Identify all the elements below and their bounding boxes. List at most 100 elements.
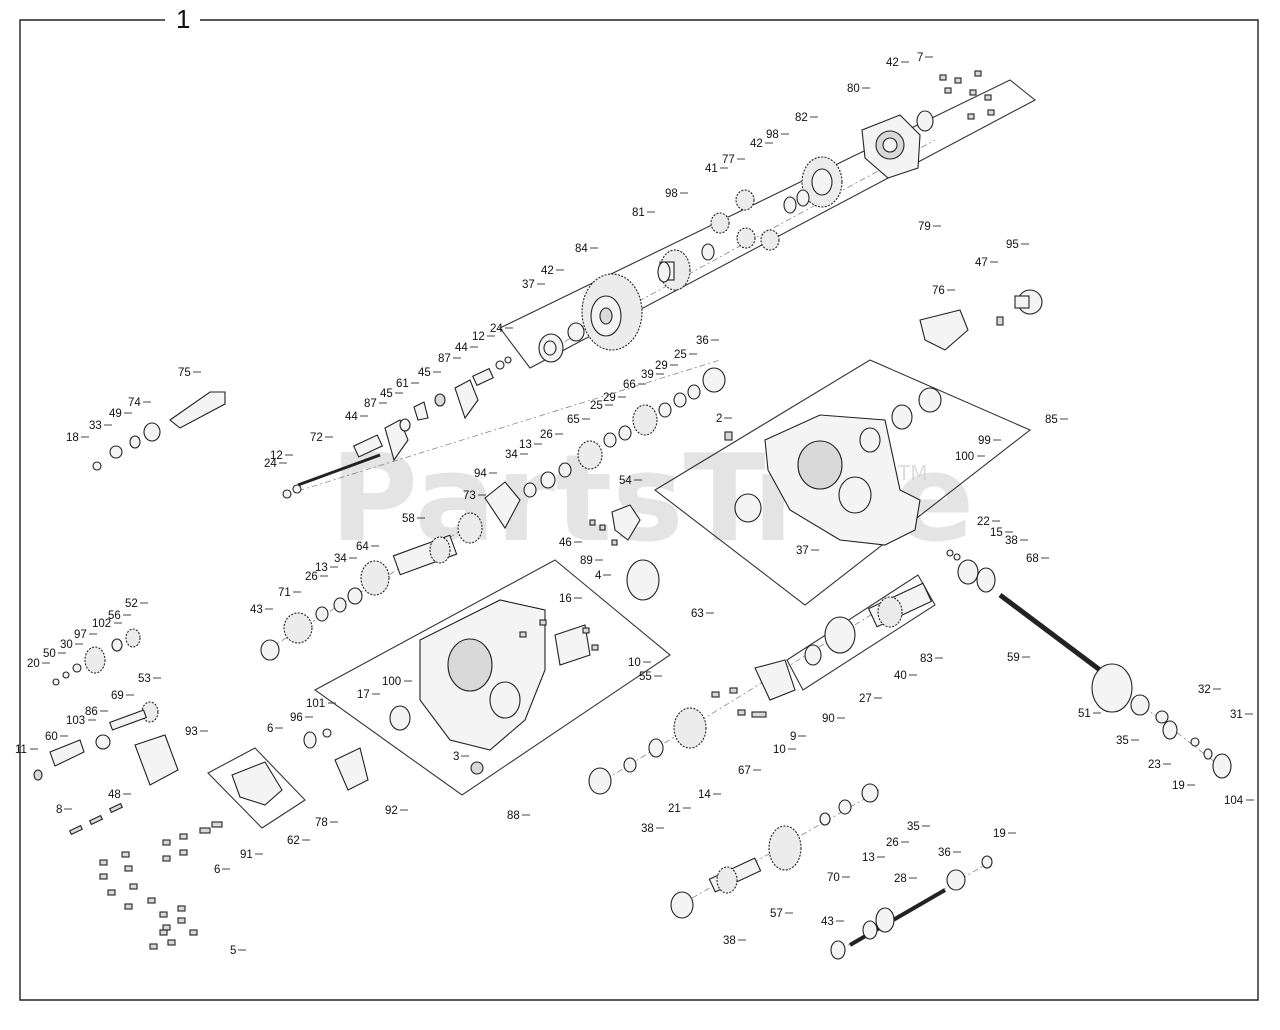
part-callout-87: 87 [438,353,451,365]
bearing-37b [734,493,762,523]
part-callout-27: 27 [859,693,872,705]
lower-gears [588,707,879,919]
part-callout-50: 50 [43,648,56,660]
part-callout-2: 2 [716,413,722,425]
part-callout-74: 74 [128,397,141,409]
part-callout-19: 19 [993,828,1006,840]
part-callout-44: 44 [345,411,358,423]
part-callout-71: 71 [278,587,291,599]
part-callout-88: 88 [507,810,520,822]
part-callout-93: 93 [185,726,198,738]
part-callout-4: 4 [595,570,602,582]
part-callout-82: 82 [795,112,808,124]
part-callout-6: 6 [267,723,273,735]
part-callout-57: 57 [770,908,783,920]
part-callout-35: 35 [1116,735,1129,747]
part-callout-13: 13 [862,852,875,864]
sensor-parts [919,289,1043,351]
upper-assembly [538,110,934,363]
part-callout-72: 72 [310,432,323,444]
part-callout-38: 38 [723,935,736,947]
part-callout-98: 98 [665,188,678,200]
part-callout-86: 86 [85,706,98,718]
part-callout-36: 36 [696,335,709,347]
group-brackets [207,79,1036,829]
part-callout-43: 43 [250,604,263,616]
part-callout-33: 33 [89,420,102,432]
part-callout-83: 83 [920,653,933,665]
part-callout-95: 95 [1006,239,1019,251]
part-callout-90: 90 [822,713,835,725]
shaft-28 [830,855,993,960]
part-callout-54: 54 [619,475,632,487]
bearing-42b [783,196,797,214]
plate-93 [134,734,179,786]
part-callout-12: 12 [472,331,485,343]
part-callout-38: 38 [641,823,654,835]
part-callout-45: 45 [418,367,431,379]
part-callout-16: 16 [559,593,572,605]
gear-82 [801,156,843,208]
part-callout-13: 13 [315,562,328,574]
part-callout-35: 35 [907,821,920,833]
part-callout-67: 67 [738,765,751,777]
part-callout-52: 52 [125,598,138,610]
lower-housing-88 [334,599,591,791]
bracket-92 [334,747,369,791]
part-callout-5: 5 [230,945,236,957]
cover-55 [554,624,591,666]
part-callout-26: 26 [305,571,318,583]
ring-63 [626,559,660,601]
part-callout-47: 47 [975,257,988,269]
part-callout-21: 21 [668,803,681,815]
part-callout-91: 91 [240,849,253,861]
part-callout-100: 100 [955,451,974,463]
part-callout-59: 59 [1007,652,1020,664]
part-callout-102: 102 [92,618,111,630]
part-callout-40: 40 [894,670,907,682]
part-callout-51: 51 [1078,708,1091,720]
part-callout-25: 25 [590,400,603,412]
part-callout-48: 48 [108,789,121,801]
seal-100a [891,404,913,430]
part-callout-99: 99 [978,435,991,447]
part-callout-92: 92 [385,805,398,817]
part-callout-24: 24 [490,323,503,335]
part-callout-26: 26 [886,837,899,849]
part-callout-24: 24 [264,458,277,470]
part-callout-104: 104 [1224,795,1244,807]
trademark: TM [897,461,927,485]
part-callout-66: 66 [623,379,636,391]
main-case-85 [724,387,942,546]
part-callout-29: 29 [655,360,668,372]
part-callout-8: 8 [56,804,62,816]
gear-84 [581,273,643,351]
part-callout-101: 101 [306,698,325,710]
part-callout-55: 55 [639,671,652,683]
part-callout-20: 20 [27,658,40,670]
plate-54 [611,504,641,541]
gear-shaft-83 [754,582,933,701]
part-callout-89: 89 [580,555,593,567]
part-callout-96: 96 [290,712,303,724]
washer-98b [701,243,715,261]
part-callout-34: 34 [505,449,518,461]
outer-frame [19,19,1259,1001]
part-callout-87: 87 [364,398,377,410]
part-callout-17: 17 [357,689,370,701]
part-callout-39: 39 [641,369,654,381]
seal-42-top [916,110,934,132]
part-callout-15: 15 [990,527,1003,539]
part-callout-53: 53 [138,673,151,685]
part-callout-23: 23 [1148,759,1161,771]
part-callout-73: 73 [463,490,476,502]
part-callout-78: 78 [315,817,328,829]
diagram-title: 1 [176,4,190,34]
part-callout-32: 32 [1198,684,1211,696]
part-callout-60: 60 [45,731,58,743]
part-callout-79: 79 [918,221,931,233]
part-callout-46: 46 [559,537,572,549]
part-callout-58: 58 [402,513,415,525]
